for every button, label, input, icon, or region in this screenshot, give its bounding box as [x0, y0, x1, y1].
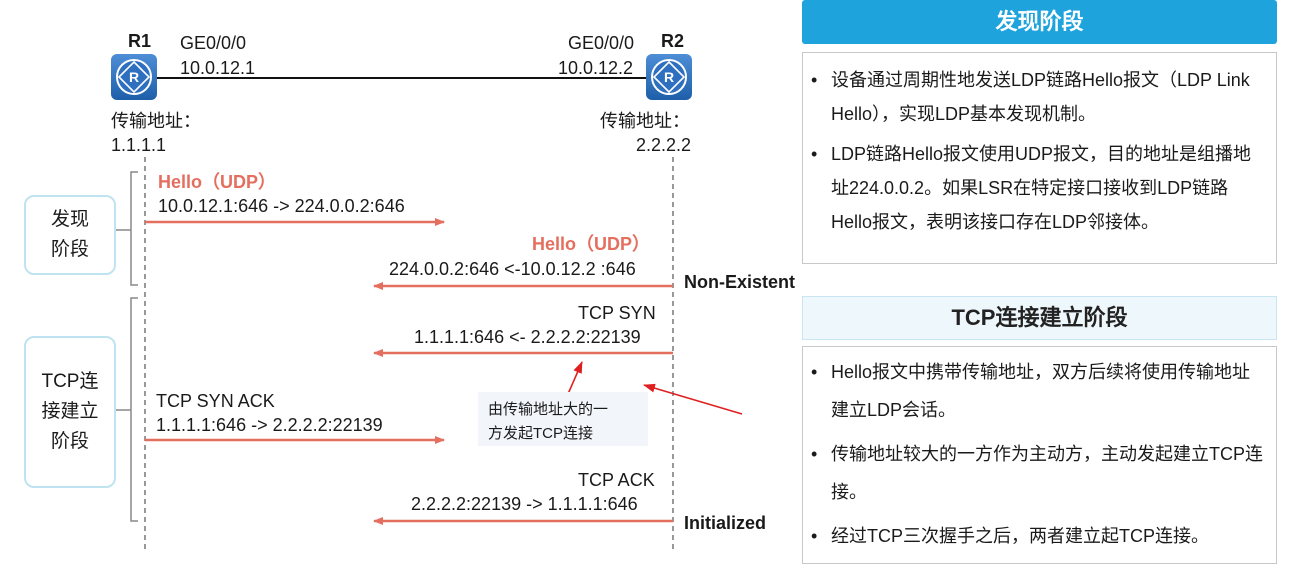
router-icon: R	[111, 54, 157, 100]
r2-transport: 2.2.2.2	[636, 135, 692, 155]
note-arrow-right	[643, 383, 743, 415]
msg-ack-title: TCP ACK	[578, 470, 655, 490]
discovery-bracket	[114, 171, 138, 286]
phase-tcp: TCP连接建立阶段	[24, 336, 116, 488]
panel-tcp-bullet: Hello报文中携带传输地址，双方后续将使用传输地址建立LDP会话。	[811, 353, 1266, 429]
phase-discovery-line: 发现	[50, 209, 89, 230]
panel-tcp-body: Hello报文中携带传输地址，双方后续将使用传输地址建立LDP会话。 传输地址较…	[802, 346, 1277, 564]
panel-tcp-bullet: 传输地址较大的一方作为主动方，主动发起建立TCP连接。	[811, 435, 1266, 511]
state-initialized: Initialized	[684, 513, 767, 533]
note-arrow-up	[567, 361, 583, 395]
r1-name: R1	[128, 31, 152, 51]
msg-hello-r1-detail: 10.0.12.1:646 -> 224.0.0.2:646	[158, 196, 405, 216]
msg-hello-r2-detail: 224.0.0.2:646 <-10.0.12.2 :646	[389, 259, 636, 279]
r1-transport: 1.1.1.1	[111, 135, 167, 155]
note-line: 方发起TCP连接	[488, 425, 594, 442]
panel-tcp-title: TCP连接建立阶段	[802, 296, 1277, 340]
msg-hello-r2-title: Hello（UDP）	[532, 234, 651, 254]
router-icon: R	[646, 54, 692, 100]
r2-transport-label: 传输地址：	[600, 111, 690, 131]
phase-discovery: 发现阶段	[24, 195, 116, 275]
r2-ip: 10.0.12.2	[558, 58, 634, 78]
note-box: 由传输地址大的一 方发起TCP连接	[478, 392, 648, 446]
msg-syn-detail: 1.1.1.1:646 <- 2.2.2.2:22139	[414, 327, 641, 347]
panel-discovery-bullet: 设备通过周期性地发送LDP链路Hello报文（LDP Link Hello），实…	[811, 63, 1266, 131]
phase-tcp-line: 接建立	[41, 401, 99, 422]
panel-discovery-bullet: LDP链路Hello报文使用UDP报文，目的地址是组播地址224.0.0.2。如…	[811, 137, 1266, 239]
msg-hello-r1-title: Hello（UDP）	[158, 172, 277, 192]
r1-transport-label: 传输地址：	[111, 111, 201, 131]
svg-text:R: R	[129, 69, 139, 85]
phase-tcp-line: TCP连	[41, 371, 99, 392]
tcp-bracket	[114, 297, 138, 522]
msg-ack-detail: 2.2.2.2:22139 -> 1.1.1.1:646	[411, 494, 638, 514]
r2-interface: GE0/0/0	[568, 33, 635, 53]
panel-discovery-body: 设备通过周期性地发送LDP链路Hello报文（LDP Link Hello），实…	[802, 52, 1277, 264]
phase-discovery-line: 阶段	[50, 239, 89, 260]
note-line: 由传输地址大的一	[488, 401, 609, 418]
panel-tcp-bullet: 经过TCP三次握手之后，两者建立起TCP连接。	[811, 517, 1266, 555]
r1-interface: GE0/0/0	[180, 33, 247, 53]
phase-tcp-line: 阶段	[50, 431, 89, 452]
svg-text:R: R	[664, 69, 674, 85]
msg-synack-detail: 1.1.1.1:646 -> 2.2.2.2:22139	[156, 415, 383, 435]
panel-discovery-title: 发现阶段	[802, 0, 1277, 44]
state-non-existent: Non-Existent	[684, 272, 796, 292]
msg-synack-title: TCP SYN ACK	[156, 391, 275, 411]
msg-syn-title: TCP SYN	[578, 303, 656, 323]
r1-ip: 10.0.12.1	[180, 58, 256, 78]
r2-name: R2	[661, 31, 685, 51]
